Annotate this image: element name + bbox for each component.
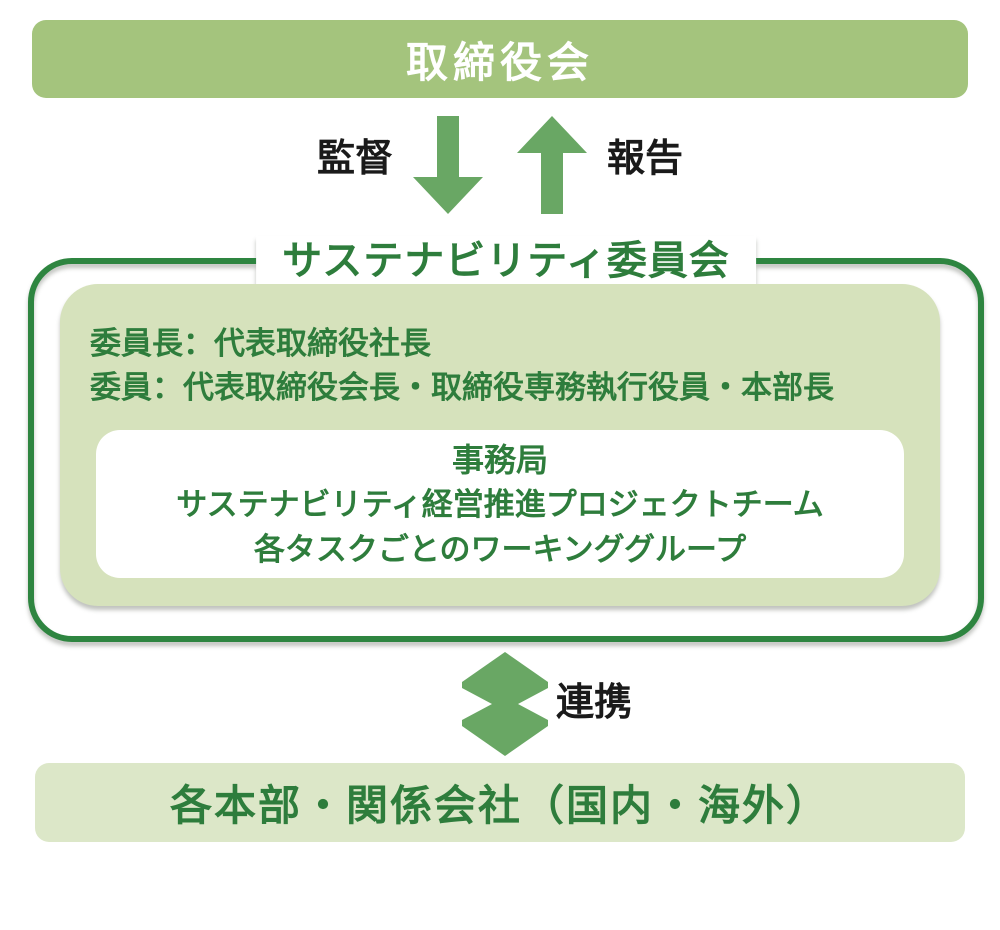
down-arrow-icon — [413, 116, 483, 214]
committee-chair-line: 委員長：代表取締役社長 — [90, 326, 431, 361]
double-arrow-icon — [462, 652, 548, 756]
committee-members-panel: 委員長：代表取締役社長 委員：代表取締役会長・取締役専務執行役員・本部長 事務局… — [60, 284, 940, 606]
secretariat-title: 事務局 — [451, 442, 548, 478]
secretariat-working-group-line: 各タスクごとのワーキンググループ — [253, 532, 747, 567]
secretariat-box: 事務局 サステナビリティ経営推進プロジェクトチーム 各タスクごとのワーキンググル… — [96, 430, 904, 578]
cooperation-label: 連携 — [556, 682, 633, 724]
divisions-label: 各本部・関係会社（国内・海外） — [169, 782, 830, 829]
divisions-bar: 各本部・関係会社（国内・海外） — [35, 763, 965, 842]
up-arrow-icon — [517, 116, 587, 214]
supervision-label: 監督 — [316, 138, 393, 180]
report-label: 報告 — [607, 138, 684, 180]
board-of-directors-bar: 取締役会 — [32, 20, 968, 98]
secretariat-project-team-line: サステナビリティ経営推進プロジェクトチーム — [176, 487, 824, 522]
board-of-directors-label: 取締役会 — [405, 38, 594, 86]
committee-members-line: 委員：代表取締役会長・取締役専務執行役員・本部長 — [90, 370, 834, 405]
sustainability-committee-box: サステナビリティ委員会 委員長：代表取締役社長 委員：代表取締役会長・取締役専務… — [28, 236, 984, 642]
sustainability-committee-title: サステナビリティ委員会 — [256, 236, 756, 286]
